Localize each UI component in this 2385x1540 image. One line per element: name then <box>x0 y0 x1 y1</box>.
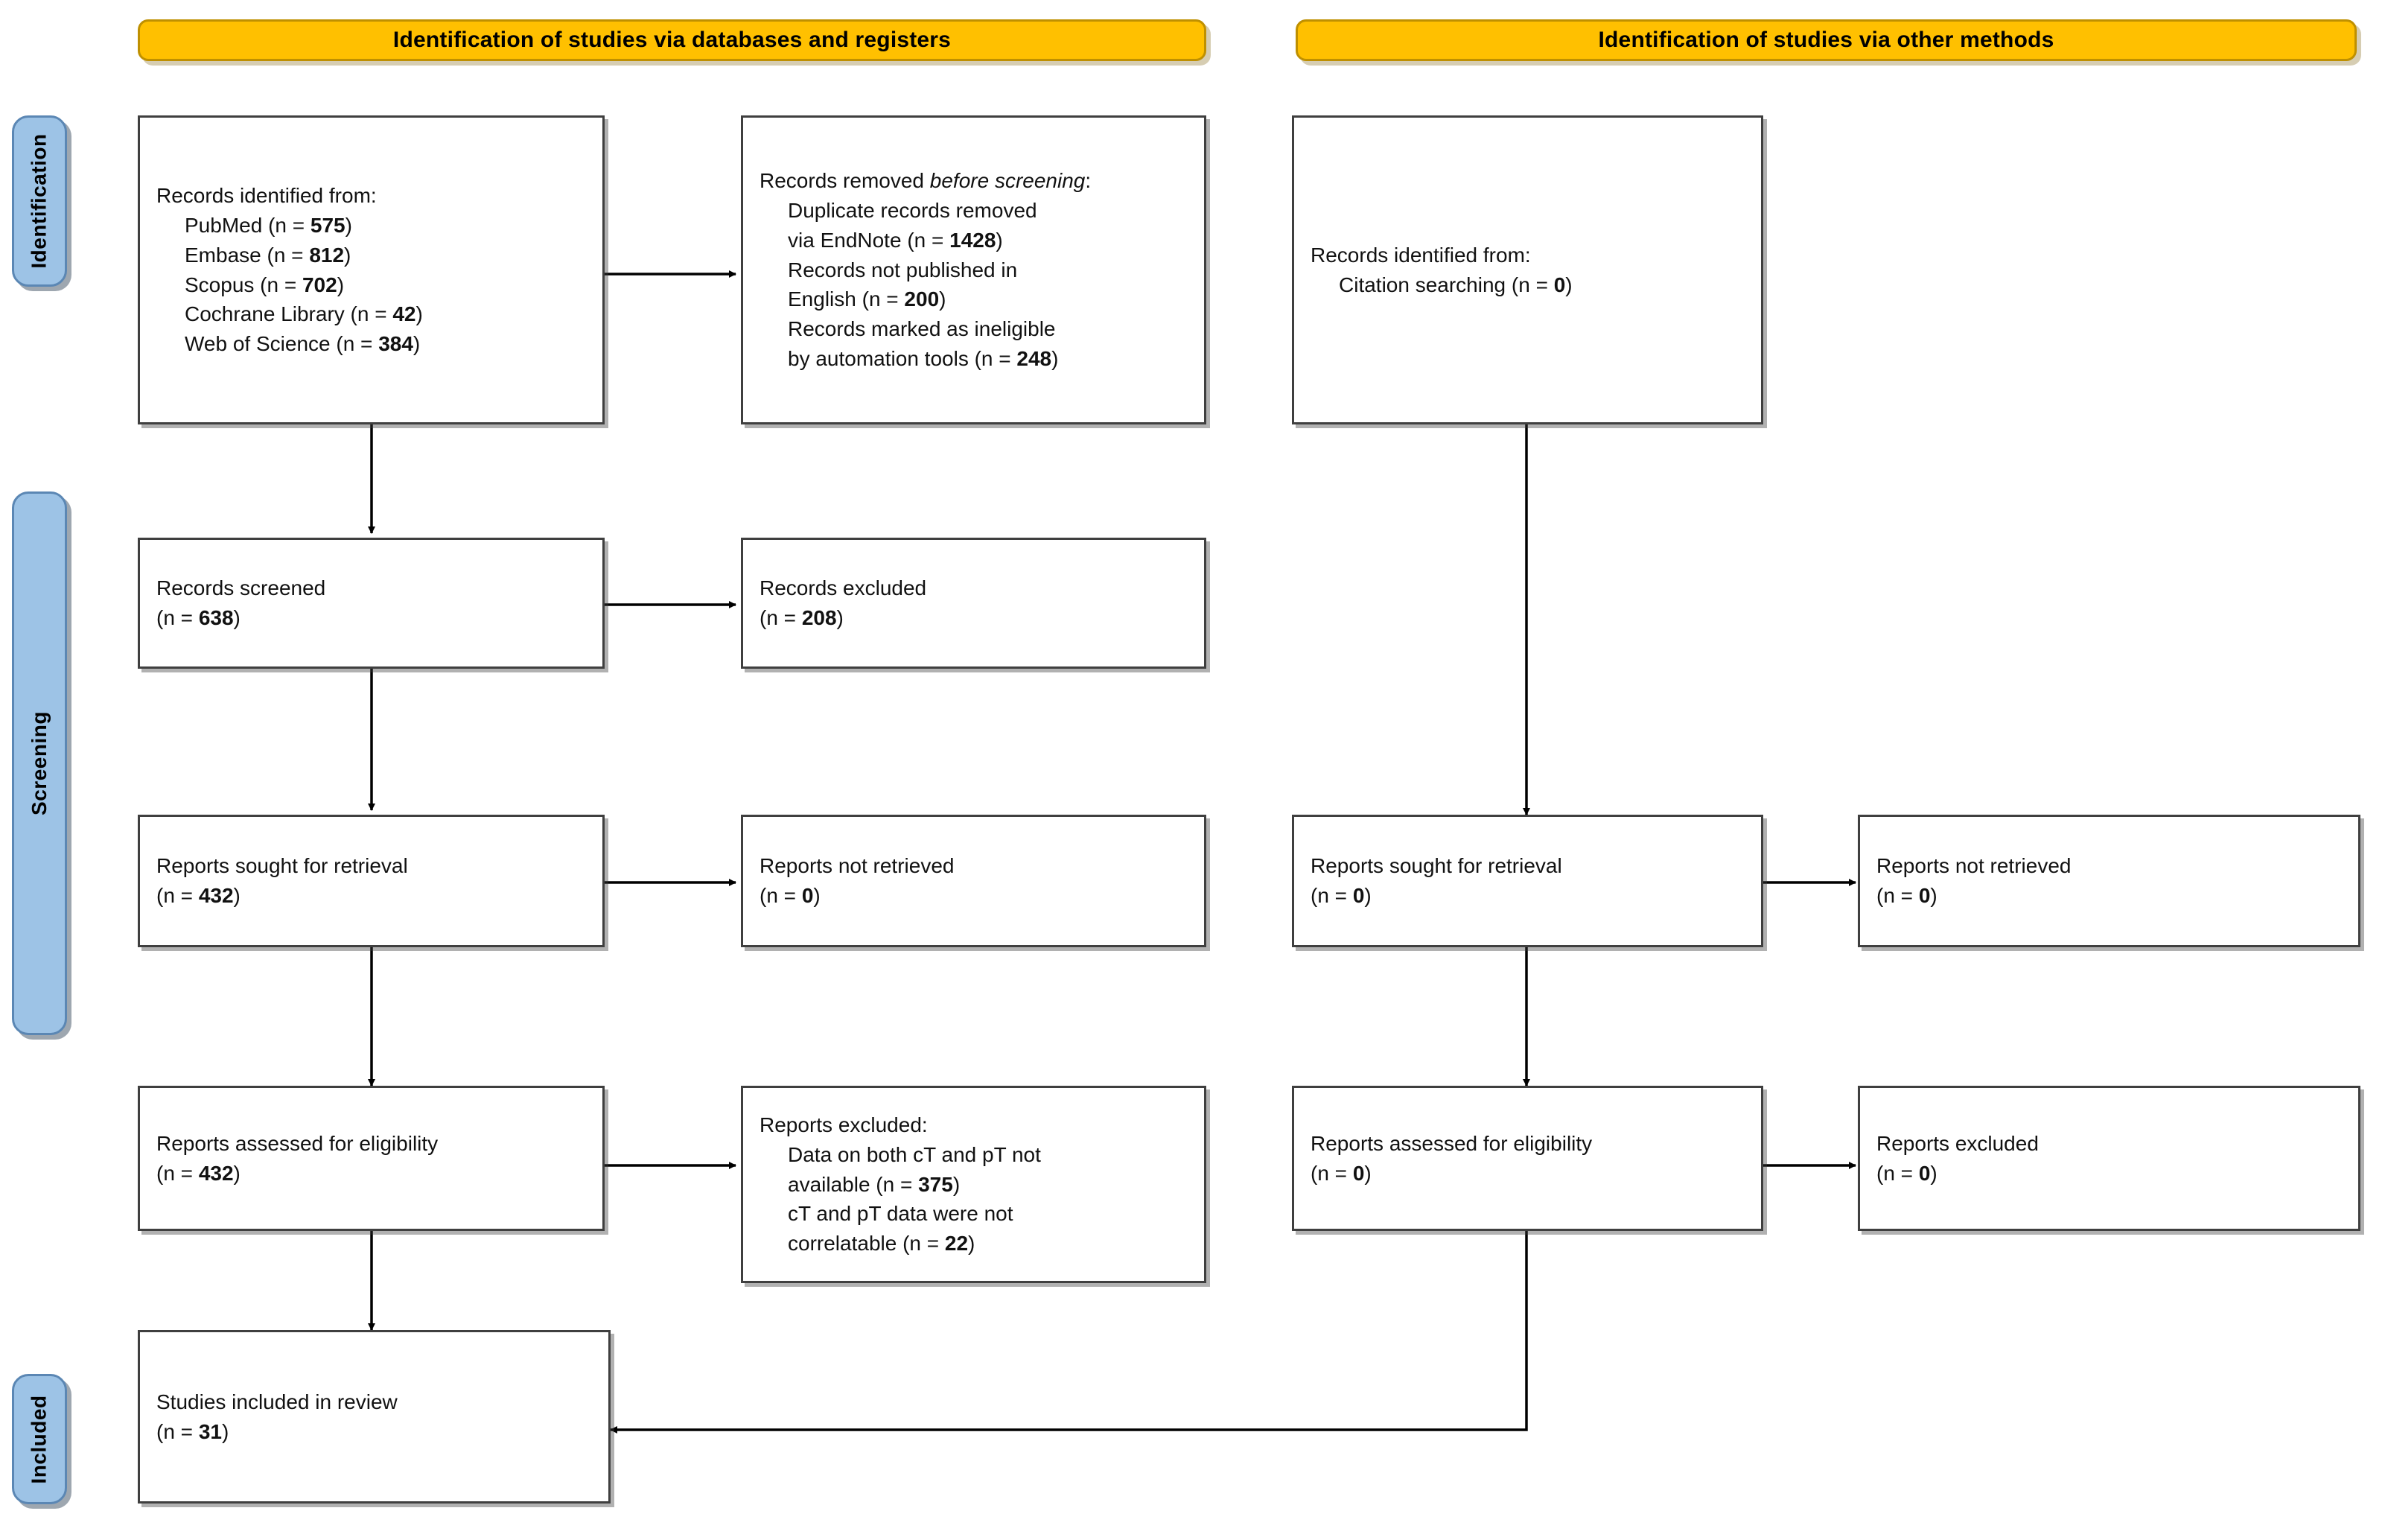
records-removed-item-2-line2: by automation tools (n = 248) <box>788 346 1059 370</box>
header-other-methods: Identification of studies via other meth… <box>1296 19 2357 61</box>
box-reports-excluded-reasons: Reports excluded: Data on both cT and pT… <box>741 1086 1206 1283</box>
records-removed-item-2-line1: Records marked as ineligible <box>788 317 1056 341</box>
box-records-identified-other: Records identified from: Citation search… <box>1292 115 1763 424</box>
reports-not-retrieved-count: (n = 0) <box>760 884 821 907</box>
other-reports-sought-count: (n = 0) <box>1311 884 1372 907</box>
box-reports-assessed-databases: Reports assessed for eligibility (n = 43… <box>138 1086 605 1231</box>
reports-excluded-item-0-line1: Data on both cT and pT not <box>788 1142 1041 1166</box>
box-reports-excluded-other: Reports excluded (n = 0) <box>1858 1086 2360 1231</box>
records-screened-title: Records screened <box>156 576 326 600</box>
stage-identification-label: Identification <box>28 133 51 269</box>
other-reports-sought-title: Reports sought for retrieval <box>1311 854 1562 878</box>
reports-sought-count: (n = 432) <box>156 884 241 907</box>
records-removed-item-0-line2: via EndNote (n = 1428) <box>788 228 1003 252</box>
box-reports-sought-databases: Reports sought for retrieval (n = 432) <box>138 815 605 947</box>
records-screened-count: (n = 638) <box>156 606 241 629</box>
other-reports-not-retrieved-count: (n = 0) <box>1876 884 1937 907</box>
records-identified-item-2: Scopus (n = 702) <box>185 273 345 296</box>
box-reports-not-retrieved-other: Reports not retrieved (n = 0) <box>1858 815 2360 947</box>
other-records-identified-item-0: Citation searching (n = 0) <box>1339 273 1573 296</box>
box-records-excluded: Records excluded (n = 208) <box>741 538 1206 669</box>
records-removed-item-1-line2: English (n = 200) <box>788 287 946 311</box>
records-excluded-title: Records excluded <box>760 576 927 600</box>
box-records-identified-databases: Records identified from: PubMed (n = 575… <box>138 115 605 424</box>
box-reports-assessed-other: Reports assessed for eligibility (n = 0) <box>1292 1086 1763 1231</box>
records-identified-title: Records identified from: <box>156 184 377 208</box>
reports-not-retrieved-title: Reports not retrieved <box>760 854 955 878</box>
records-identified-item-0: PubMed (n = 575) <box>185 214 352 237</box>
stage-screening-label: Screening <box>28 711 51 815</box>
other-reports-not-retrieved-title: Reports not retrieved <box>1876 854 2072 878</box>
records-identified-item-4: Web of Science (n = 384) <box>185 332 421 355</box>
records-removed-title: Records removed before screening: <box>760 169 1092 193</box>
other-reports-excluded-count: (n = 0) <box>1876 1161 1937 1185</box>
other-reports-assessed-title: Reports assessed for eligibility <box>1311 1131 1593 1155</box>
box-studies-included: Studies included in review (n = 31) <box>138 1330 611 1504</box>
records-removed-item-1-line1: Records not published in <box>788 258 1018 281</box>
records-identified-item-1: Embase (n = 812) <box>185 243 351 267</box>
records-excluded-count: (n = 208) <box>760 606 844 629</box>
reports-assessed-count: (n = 432) <box>156 1161 241 1185</box>
box-reports-sought-other: Reports sought for retrieval (n = 0) <box>1292 815 1763 947</box>
reports-assessed-title: Reports assessed for eligibility <box>156 1131 439 1155</box>
box-records-screened: Records screened (n = 638) <box>138 538 605 669</box>
other-reports-excluded-title: Reports excluded <box>1876 1131 2039 1155</box>
stage-pill-identification: Identification <box>12 115 67 287</box>
reports-excluded-item-1-line1: cT and pT data were not <box>788 1202 1013 1226</box>
header-databases-registers: Identification of studies via databases … <box>138 19 1206 61</box>
records-identified-item-3: Cochrane Library (n = 42) <box>185 302 423 326</box>
header-other-methods-label: Identification of studies via other meth… <box>1598 28 2054 52</box>
stage-pill-included: Included <box>12 1374 67 1504</box>
records-removed-item-0-line1: Duplicate records removed <box>788 199 1037 223</box>
stage-pill-screening: Screening <box>12 491 67 1035</box>
reports-excluded-item-0-line2: available (n = 375) <box>788 1172 961 1196</box>
box-records-removed-before-screening: Records removed before screening: Duplic… <box>741 115 1206 424</box>
reports-sought-title: Reports sought for retrieval <box>156 854 408 878</box>
other-records-identified-title: Records identified from: <box>1311 243 1531 267</box>
reports-excluded-item-1-line2: correlatable (n = 22) <box>788 1232 975 1256</box>
studies-included-count: (n = 31) <box>156 1419 229 1443</box>
stage-included-label: Included <box>28 1394 51 1484</box>
other-reports-assessed-count: (n = 0) <box>1311 1161 1372 1185</box>
studies-included-title: Studies included in review <box>156 1390 398 1413</box>
box-reports-not-retrieved-databases: Reports not retrieved (n = 0) <box>741 815 1206 947</box>
header-databases-label: Identification of studies via databases … <box>392 28 952 52</box>
reports-excluded-title: Reports excluded: <box>760 1113 928 1137</box>
